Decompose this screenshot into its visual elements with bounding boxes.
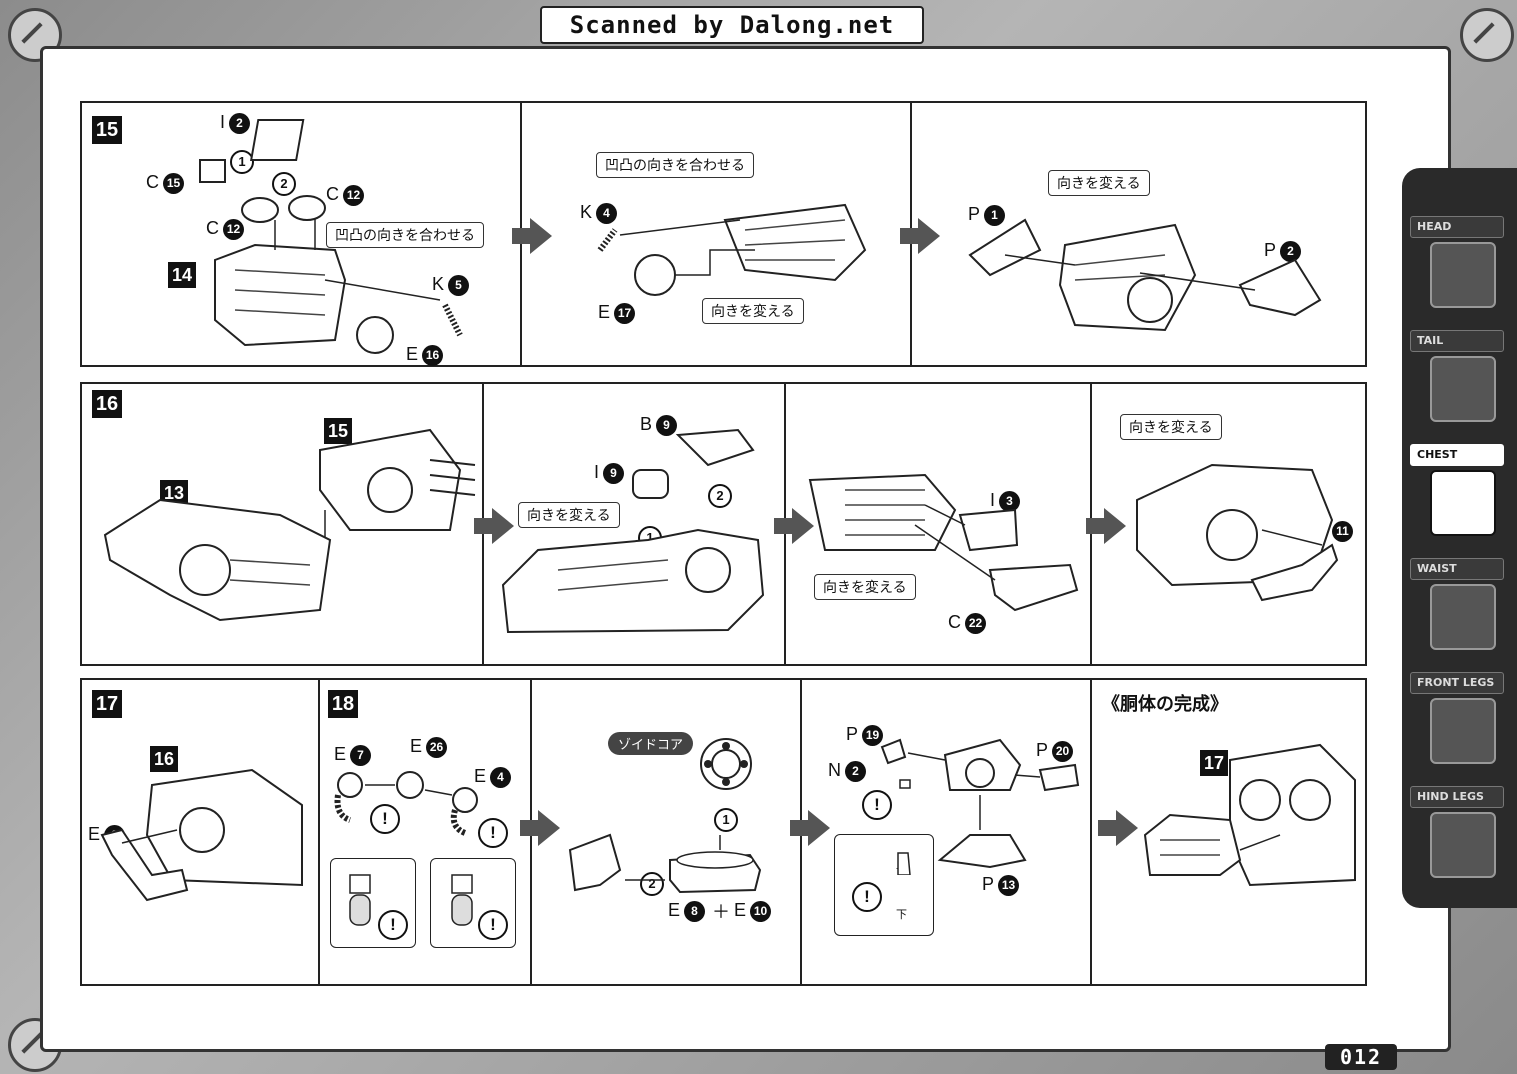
caution-icon: ! <box>478 910 508 940</box>
callout-change-direction: 向きを変える <box>814 574 916 600</box>
parts-drawing <box>880 738 1080 875</box>
detail-zoom-box <box>330 858 416 948</box>
chest-assembly-drawing <box>1136 463 1339 602</box>
callout-change-direction: 向きを変える <box>1048 170 1150 196</box>
subassembly-marker: 16 <box>150 746 178 772</box>
step-18-panel-d <box>1090 680 1365 984</box>
scan-credit: Scanned by Dalong.net <box>540 6 924 44</box>
front-legs-icon <box>1430 698 1496 764</box>
zoid-core-label: ゾイドコア <box>608 732 694 755</box>
order-marker: 1 <box>230 150 254 174</box>
sidebar-tab-front-legs[interactable]: FRONT LEGS <box>1410 672 1508 782</box>
zoid-core-drawing <box>700 738 752 790</box>
chest-assembly-drawing <box>501 428 765 634</box>
completed-chest-drawing <box>1143 743 1356 887</box>
step-number: 18 <box>328 690 358 718</box>
step-number: 15 <box>92 116 122 144</box>
callout-align-notches: 凹凸の向きを合わせる <box>596 152 754 178</box>
callout-change-direction: 向きを変える <box>702 298 804 324</box>
chest-assembly-drawing <box>103 428 476 622</box>
flow-arrow-icon <box>474 508 514 544</box>
sidebar-tab-waist[interactable]: WAIST <box>1410 558 1508 668</box>
sidebar-tab-head[interactable]: HEAD <box>1410 216 1508 326</box>
tab-label: CHEST <box>1410 444 1504 466</box>
order-marker: 2 <box>708 484 732 508</box>
flow-arrow-icon <box>774 508 814 544</box>
page-number: 012 <box>1325 1044 1397 1070</box>
completion-title: 《胴体の完成》 <box>1102 694 1228 715</box>
caution-icon: ! <box>378 910 408 940</box>
order-marker: 1 <box>714 808 738 832</box>
sidebar-tab-chest[interactable]: CHEST <box>1410 444 1508 554</box>
corner-screw-icon <box>1460 8 1514 62</box>
tab-label: FRONT LEGS <box>1410 672 1504 694</box>
sidebar-tab-tail[interactable]: TAIL <box>1410 330 1508 440</box>
flow-arrow-icon <box>900 218 940 254</box>
chest-assembly-drawing <box>100 768 303 902</box>
tab-label: HEAD <box>1410 216 1504 238</box>
step-18-panel-a <box>318 680 532 984</box>
tab-label: HIND LEGS <box>1410 786 1504 808</box>
caution-icon: ! <box>862 790 892 820</box>
sidebar-tab-hind-legs[interactable]: HIND LEGS <box>1410 786 1508 896</box>
flow-arrow-icon <box>1086 508 1126 544</box>
flow-arrow-icon <box>1098 810 1138 846</box>
chest-assembly-drawing <box>808 473 1079 612</box>
callout-change-direction: 向きを変える <box>1120 414 1222 440</box>
callout-align-notches: 凹凸の向きを合わせる <box>326 222 484 248</box>
step-number: 17 <box>92 690 122 718</box>
callout-change-direction: 向きを変える <box>518 502 620 528</box>
tail-icon <box>1430 356 1496 422</box>
caution-icon: ! <box>478 818 508 848</box>
chest-assembly-drawing <box>597 203 867 296</box>
caution-icon: ! <box>370 804 400 834</box>
subassembly-marker: 17 <box>1200 750 1228 776</box>
tab-label: TAIL <box>1410 330 1504 352</box>
parts-drawing <box>568 833 762 894</box>
waist-icon <box>1430 584 1496 650</box>
order-marker: 2 <box>272 172 296 196</box>
tab-label: WAIST <box>1410 558 1504 580</box>
step-number: 16 <box>92 390 122 418</box>
head-icon <box>1430 242 1496 308</box>
subassembly-marker: 15 <box>324 418 352 444</box>
chest-icon <box>1430 470 1496 536</box>
chest-assembly-drawing <box>968 218 1322 332</box>
chest-assembly-drawing <box>199 119 463 354</box>
flow-arrow-icon <box>520 810 560 846</box>
flow-arrow-icon <box>512 218 552 254</box>
order-marker: 2 <box>640 872 664 896</box>
parts-drawing <box>334 771 478 926</box>
caution-icon: ! <box>852 882 882 912</box>
detail-zoom-box <box>834 834 934 936</box>
subassembly-marker: 14 <box>168 262 196 288</box>
hind-legs-icon <box>1430 812 1496 878</box>
direction-down-label: 下 <box>896 908 907 921</box>
plus-sign: ＋ <box>712 902 730 922</box>
flow-arrow-icon <box>790 810 830 846</box>
